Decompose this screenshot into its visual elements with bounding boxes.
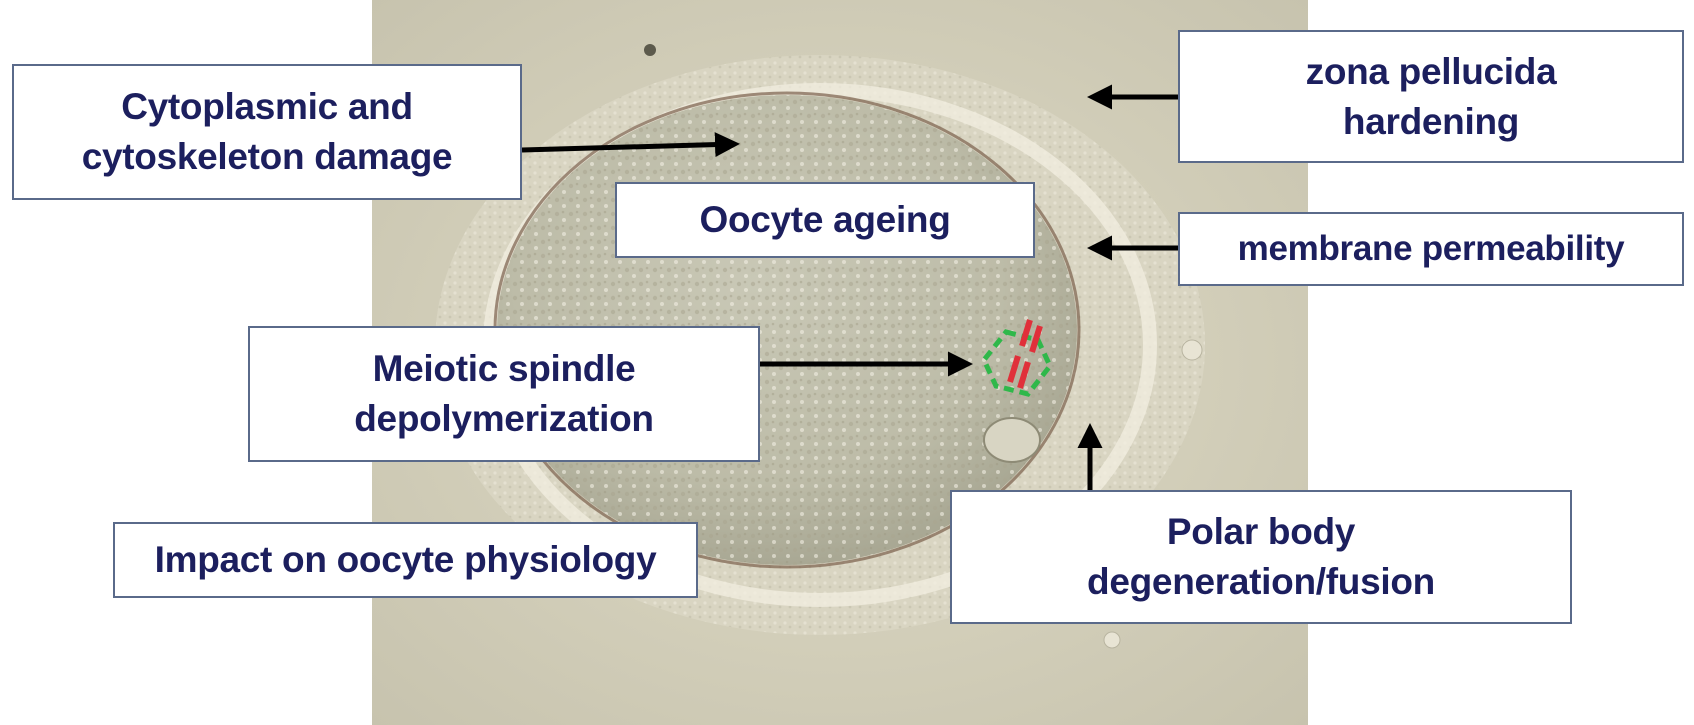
label-meiotic-spindle: Meiotic spindle depolymerization: [248, 326, 760, 462]
label-membrane-permeability: membrane permeability: [1178, 212, 1684, 286]
label-polar-body: Polar body degeneration/fusion: [950, 490, 1572, 624]
label-cytoplasmic-damage: Cytoplasmic and cytoskeleton damage: [12, 64, 522, 200]
label-impact-physiology: Impact on oocyte physiology: [113, 522, 698, 598]
label-oocyte-ageing: Oocyte ageing: [615, 182, 1035, 258]
label-zona-pellucida-hardening: zona pellucida hardening: [1178, 30, 1684, 163]
